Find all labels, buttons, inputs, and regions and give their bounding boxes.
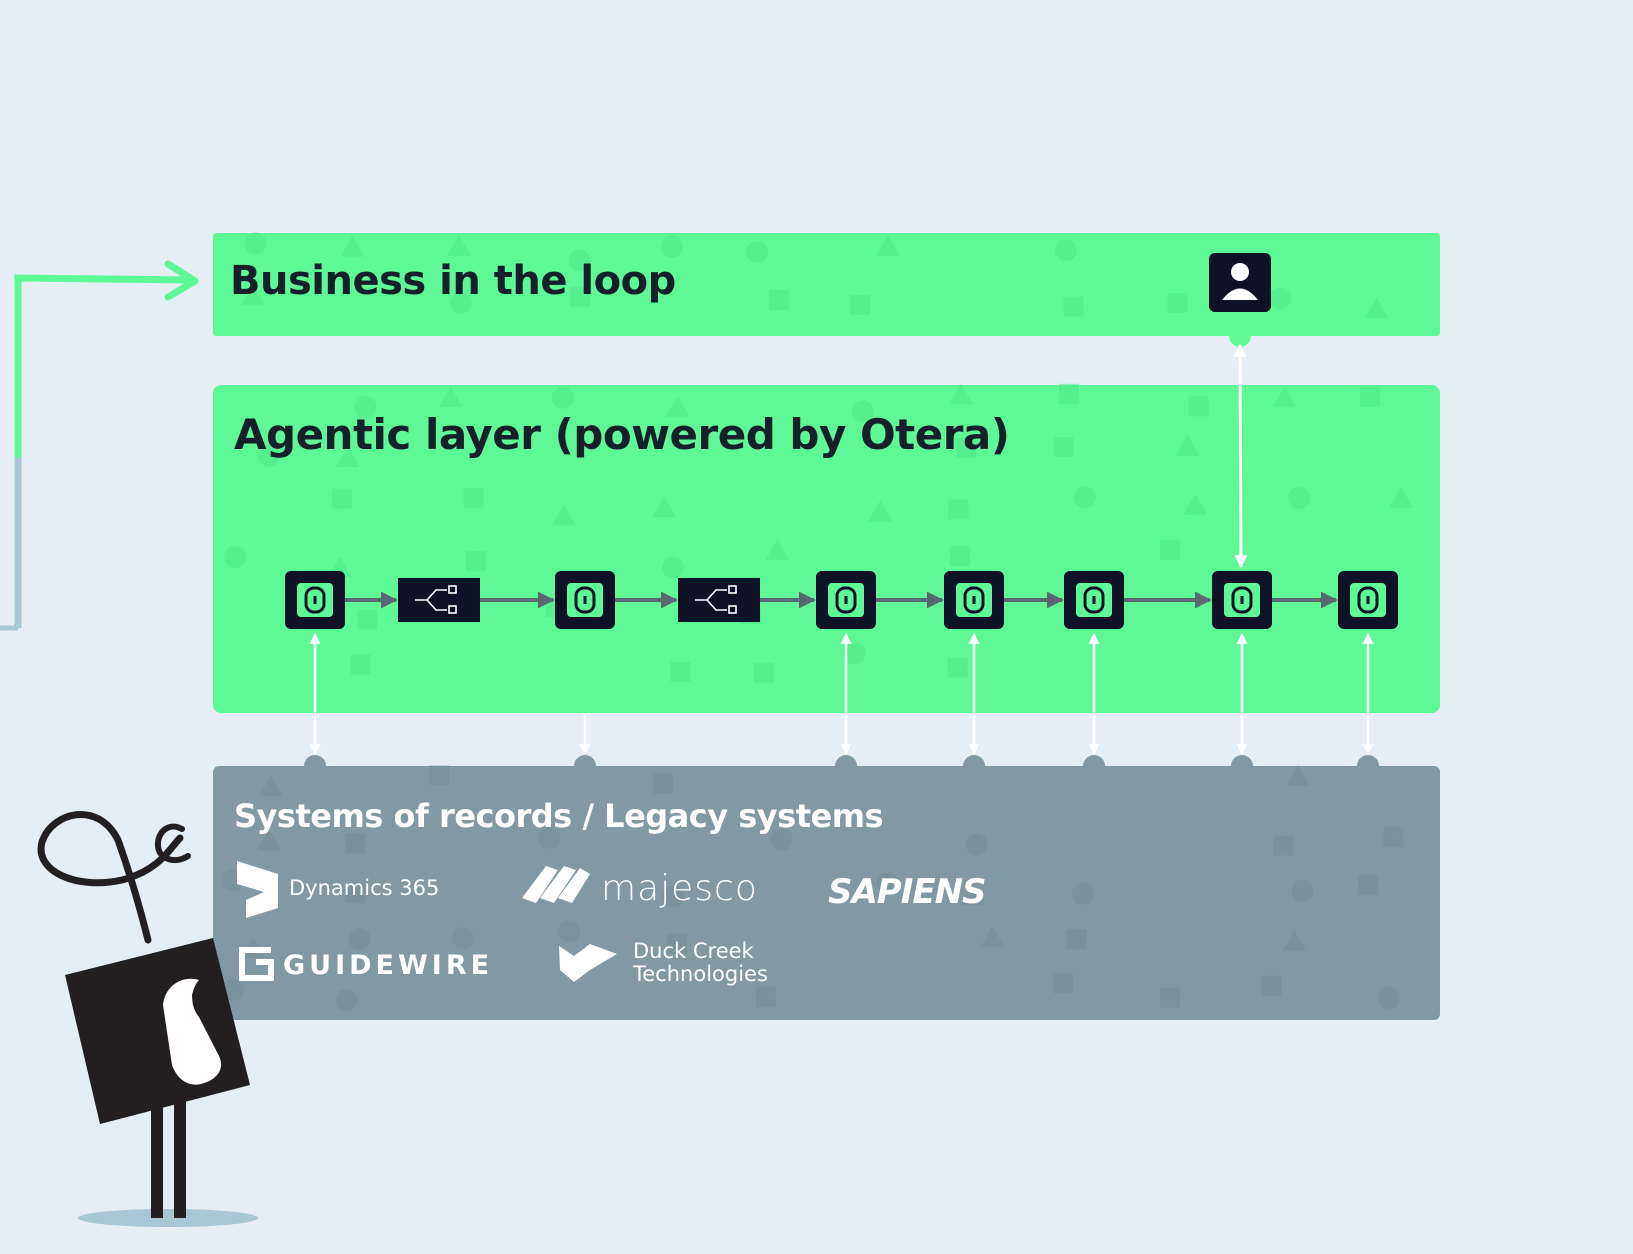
system-connector — [835, 632, 857, 777]
mascot-character — [37, 811, 258, 1227]
business-layer-title: Business in the loop — [230, 258, 676, 304]
guidewire-logo-icon — [239, 947, 274, 981]
router-icon — [398, 578, 480, 622]
system-connector — [1357, 632, 1379, 777]
system-connectors — [304, 632, 1379, 777]
sapiens-logo-text: SAPIENS — [828, 872, 987, 912]
agent-icon — [555, 571, 615, 629]
dynamics-logo-icon — [237, 861, 278, 918]
duckcreek-logo-line2: Technologies — [633, 962, 768, 986]
majesco-logo-text: majesco — [601, 868, 758, 909]
business-connector — [1229, 325, 1251, 569]
router-icon — [678, 578, 760, 622]
system-connector — [1231, 632, 1253, 777]
agent-icon — [944, 571, 1004, 629]
agent-icon — [285, 571, 345, 629]
system-connector — [574, 714, 596, 777]
duckcreek-logo-icon — [559, 944, 617, 982]
decorative-pattern-gray — [222, 765, 1404, 1012]
majesco-logo-icon — [522, 866, 590, 903]
agent-icon — [1064, 571, 1124, 629]
agent-icon — [1338, 571, 1398, 629]
pipeline-nodes — [285, 571, 1398, 629]
agentic-layer-title: Agentic layer (powered by Otera) — [234, 410, 1010, 459]
system-connector — [963, 632, 985, 777]
agentic-layer-band — [213, 385, 1440, 713]
incoming-flow-line — [0, 260, 199, 631]
dynamics-logo-text: Dynamics 365 — [289, 876, 440, 900]
person-icon — [1209, 253, 1271, 312]
duckcreek-logo-text: Duck Creek Technologies — [633, 940, 768, 986]
business-layer-band — [213, 233, 1440, 336]
agent-icon — [1212, 571, 1272, 629]
guidewire-logo-text: GUIDEWIRE — [283, 950, 494, 981]
system-connector — [304, 632, 326, 777]
systems-layer-band — [213, 766, 1440, 1020]
decorative-pattern-green — [224, 232, 1413, 683]
duckcreek-logo-line1: Duck Creek — [633, 939, 754, 963]
system-connector — [1083, 632, 1105, 777]
agent-icon — [816, 571, 876, 629]
systems-layer-title: Systems of records / Legacy systems — [234, 797, 884, 835]
